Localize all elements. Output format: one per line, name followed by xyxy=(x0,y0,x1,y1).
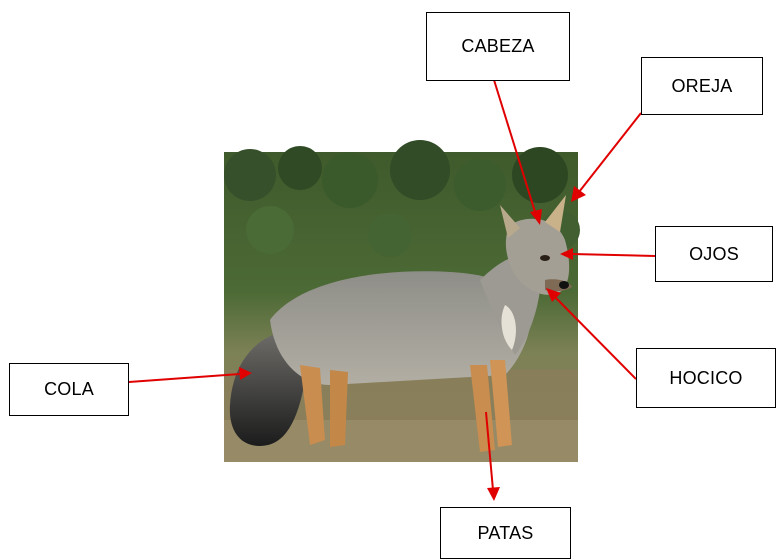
label-hocico: HOCICO xyxy=(636,348,776,408)
label-ojos: OJOS xyxy=(655,226,773,282)
arrow-hocico xyxy=(554,296,637,380)
label-oreja: OREJA xyxy=(641,57,763,115)
arrow-cola xyxy=(128,373,241,383)
arrow-ojos xyxy=(571,253,656,257)
label-cola: COLA xyxy=(9,363,129,416)
arrows xyxy=(128,79,656,501)
label-cabeza: CABEZA xyxy=(426,12,570,81)
label-patas: PATAS xyxy=(440,507,571,559)
arrow-cabeza xyxy=(493,79,537,216)
arrow-oreja xyxy=(578,112,642,193)
arrow-patas xyxy=(485,411,494,491)
fox xyxy=(229,195,572,452)
